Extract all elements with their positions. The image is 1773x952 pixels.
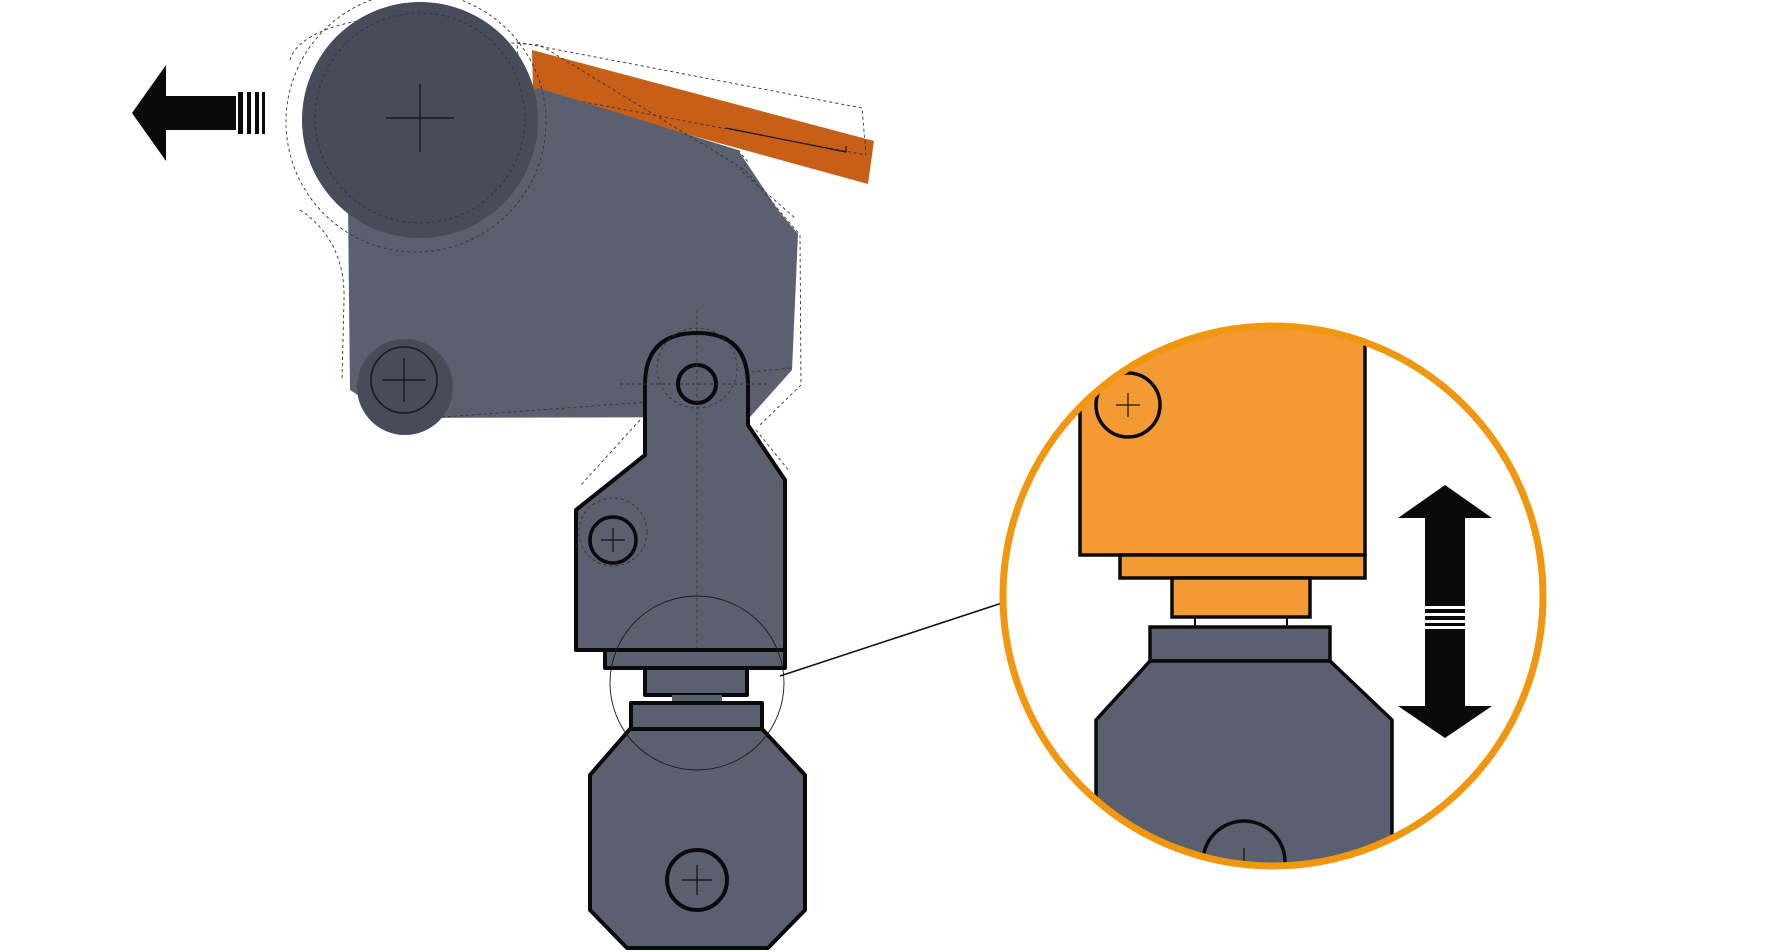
double-arrow-vertical-icon	[1398, 485, 1492, 738]
detail-leader-line	[779, 602, 1003, 677]
actuator-lever	[516, 41, 874, 184]
head-screw	[578, 497, 648, 567]
plunger-stack	[588, 595, 807, 950]
arrow-left-icon	[132, 65, 265, 161]
roller-wheel	[285, 0, 547, 253]
head-upper	[574, 310, 791, 950]
pivot-screw	[357, 339, 453, 435]
detail-zoom-view	[999, 322, 1547, 870]
